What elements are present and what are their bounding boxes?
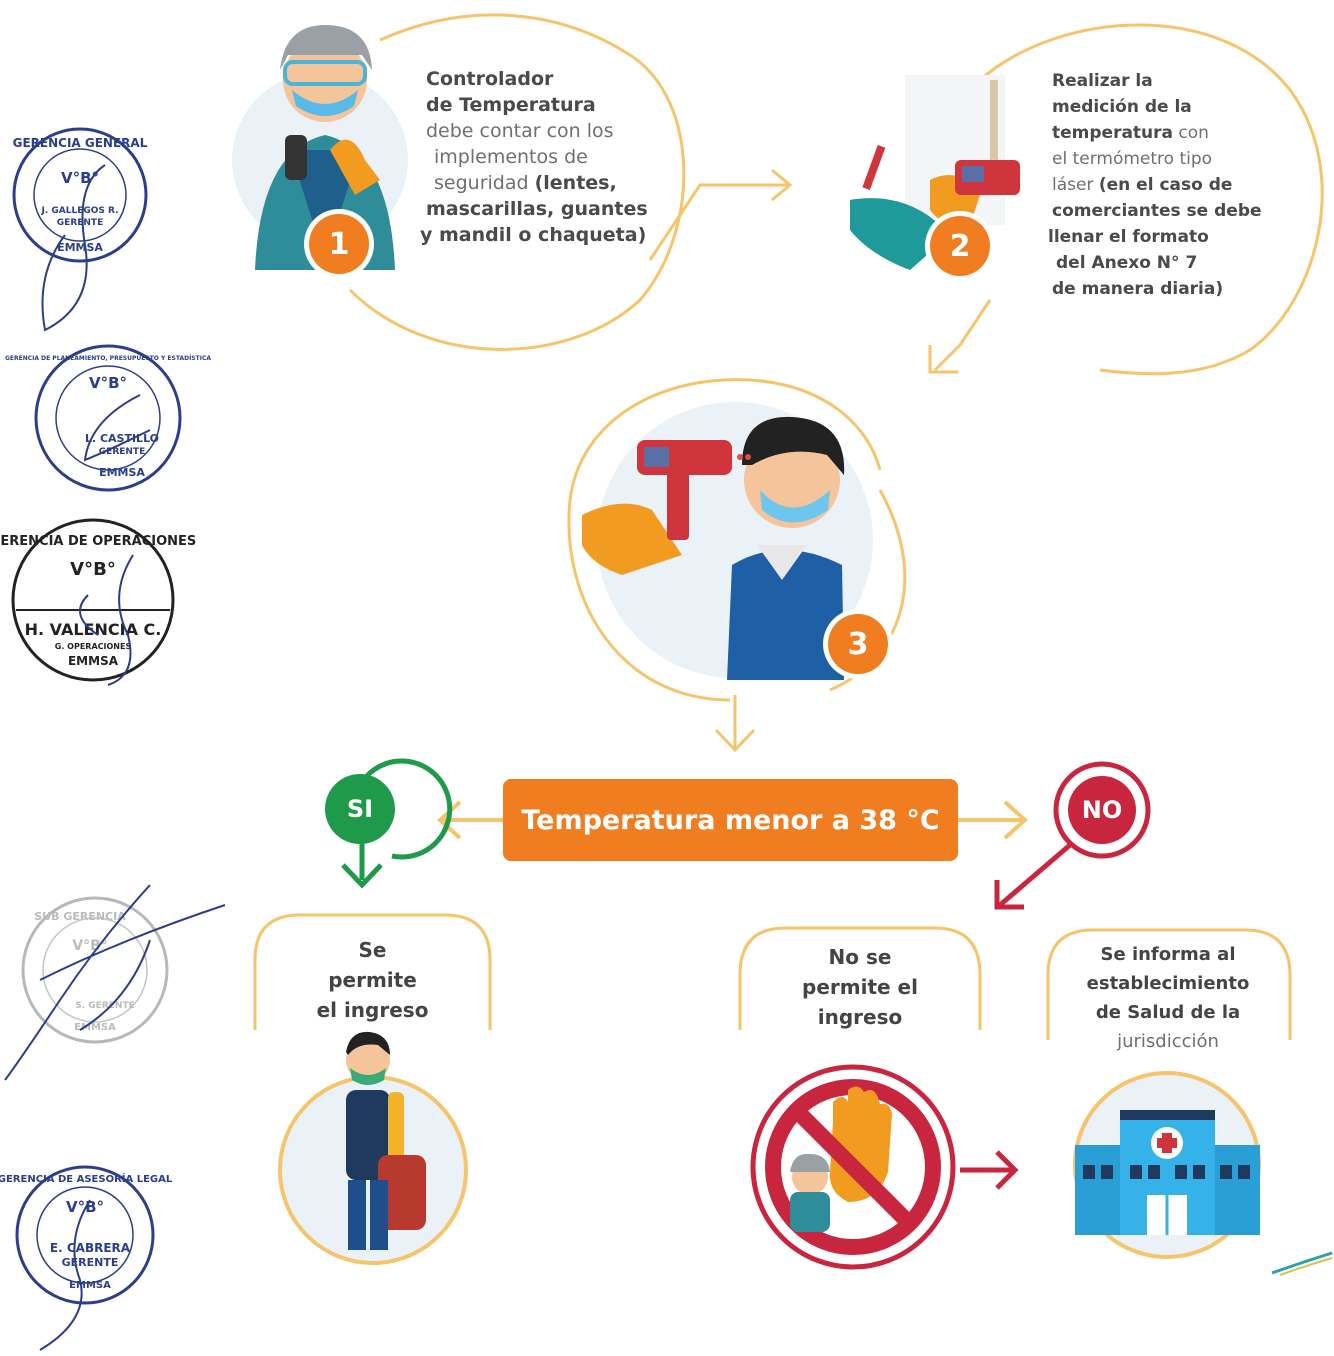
outcome-line: de Salud de la bbox=[1095, 1002, 1241, 1023]
step-1-number-badge: 1 bbox=[309, 214, 369, 274]
stamp-name: H. VALENCIA C. bbox=[25, 620, 162, 639]
stamp-name: E. CABRERA bbox=[50, 1241, 131, 1255]
outcome-line: jurisdicción bbox=[1117, 1031, 1219, 1052]
outcome-line: No se bbox=[828, 945, 892, 969]
step-2-line: medición de la bbox=[1052, 97, 1192, 117]
outcome-line: Se informa al bbox=[1100, 944, 1236, 965]
stamp-title: GERENCIA GENERAL bbox=[13, 136, 148, 150]
step-2-line: del Anexo N° 7 bbox=[1056, 253, 1198, 273]
stamp-vb: V°B° bbox=[70, 559, 116, 580]
step-2-description: Realizar la medición de la temperatura c… bbox=[1048, 68, 1322, 302]
outcome-inform-text: Se informa al establecimiento de Salud d… bbox=[1058, 940, 1278, 1056]
outcome-denied-text: No se permite el ingreso bbox=[750, 942, 970, 1032]
step-1-line: seguridad (lentes, bbox=[434, 172, 617, 194]
no-badge: NO bbox=[1068, 776, 1136, 844]
stamp-title: GERENCIA DE ASESORÍA LEGAL bbox=[0, 1172, 173, 1185]
outcome-allowed-text: Se permite el ingreso bbox=[265, 935, 480, 1025]
stamp-title: GERENCIA DE OPERACIONES bbox=[0, 534, 196, 549]
outcome-line: ingreso bbox=[817, 1005, 903, 1029]
stamp-org: EMMSA bbox=[57, 241, 103, 254]
outcome-line: permite el bbox=[802, 975, 918, 999]
stamp-vb: V°B° bbox=[72, 938, 108, 954]
outcome-line: el ingreso bbox=[316, 998, 429, 1022]
step-1-line: Controlador bbox=[426, 68, 554, 90]
stamp-title: GERENCIA DE PLANEAMIENTO, PRESUPUESTO Y … bbox=[5, 354, 211, 362]
stamp-org: EMMSA bbox=[99, 466, 145, 479]
step-1-line: de Temperatura bbox=[426, 94, 596, 116]
stamp-name: J. GALLEGOS R. bbox=[40, 206, 118, 216]
step-3-number-badge: 3 bbox=[828, 614, 888, 674]
stamp-org: EMMSA bbox=[69, 1280, 111, 1291]
step-2-line: temperatura con bbox=[1052, 123, 1209, 143]
outcome-line: permite bbox=[328, 968, 417, 992]
stamp-role: GERENTE bbox=[57, 218, 103, 228]
stamp-org: EMMSA bbox=[68, 654, 119, 668]
step-1-line: mascarillas, guantes bbox=[426, 198, 648, 220]
stamp-vb: V°B° bbox=[89, 374, 127, 392]
ink-mark-decoration bbox=[1271, 1251, 1333, 1276]
step-2-line: comerciantes se debe bbox=[1052, 201, 1262, 221]
step-2-line: Realizar la bbox=[1052, 71, 1153, 91]
temperature-measurement-illustration bbox=[850, 75, 1020, 270]
stamp-role: GERENTE bbox=[99, 447, 145, 457]
step-1-line: y mandil o chaqueta) bbox=[420, 224, 647, 246]
yes-badge: SI bbox=[325, 774, 395, 844]
step-1-line: implementos de bbox=[434, 146, 588, 168]
step-2-number-badge: 2 bbox=[930, 216, 990, 276]
stamp-gerencia-asesoria-legal: GERENCIA DE ASESORÍA LEGAL V°B° E. CABRE… bbox=[0, 1165, 173, 1351]
stamp-title: SUB GERENCIA bbox=[34, 910, 126, 923]
stamp-role: G. OPERACIONES bbox=[55, 642, 132, 651]
stamp-role: S. GERENTE bbox=[75, 1001, 134, 1011]
person-walking-illustration bbox=[278, 1031, 468, 1265]
stamp-sub-gerencia: SUB GERENCIA V°B° S. GERENTE EMMSA bbox=[4, 884, 226, 1081]
temperature-condition: Temperatura menor a 38 °C bbox=[503, 779, 958, 861]
stamp-gerencia-operaciones: GERENCIA DE OPERACIONES V°B° H. VALENCIA… bbox=[0, 518, 196, 686]
stamp-org: EMMSA bbox=[74, 1022, 116, 1033]
stamp-gerencia-general: GERENCIA GENERAL V°B° J. GALLEGOS R. GER… bbox=[12, 127, 148, 332]
stamp-role: GERENTE bbox=[62, 1256, 119, 1269]
forehead-thermometer-illustration bbox=[582, 402, 873, 680]
stamp-gerencia-planeamiento: GERENCIA DE PLANEAMIENTO, PRESUPUESTO Y … bbox=[5, 344, 211, 492]
step-2-line: llenar el formato bbox=[1048, 227, 1209, 247]
health-center-illustration bbox=[1073, 1071, 1261, 1259]
arrow-right-icon bbox=[960, 1150, 1019, 1190]
outcome-line: Se bbox=[358, 938, 387, 962]
step-1-line: debe contar con los bbox=[426, 120, 614, 142]
no-entry-illustration bbox=[750, 1064, 956, 1270]
step-1-description: Controlador de Temperatura debe contar c… bbox=[420, 66, 676, 248]
step-2-line: el termómetro tipo bbox=[1052, 149, 1213, 169]
outcome-line: establecimiento bbox=[1086, 973, 1250, 994]
step-2-line: láser (en el caso de bbox=[1052, 175, 1233, 195]
step-2-line: de manera diaria) bbox=[1052, 279, 1224, 299]
